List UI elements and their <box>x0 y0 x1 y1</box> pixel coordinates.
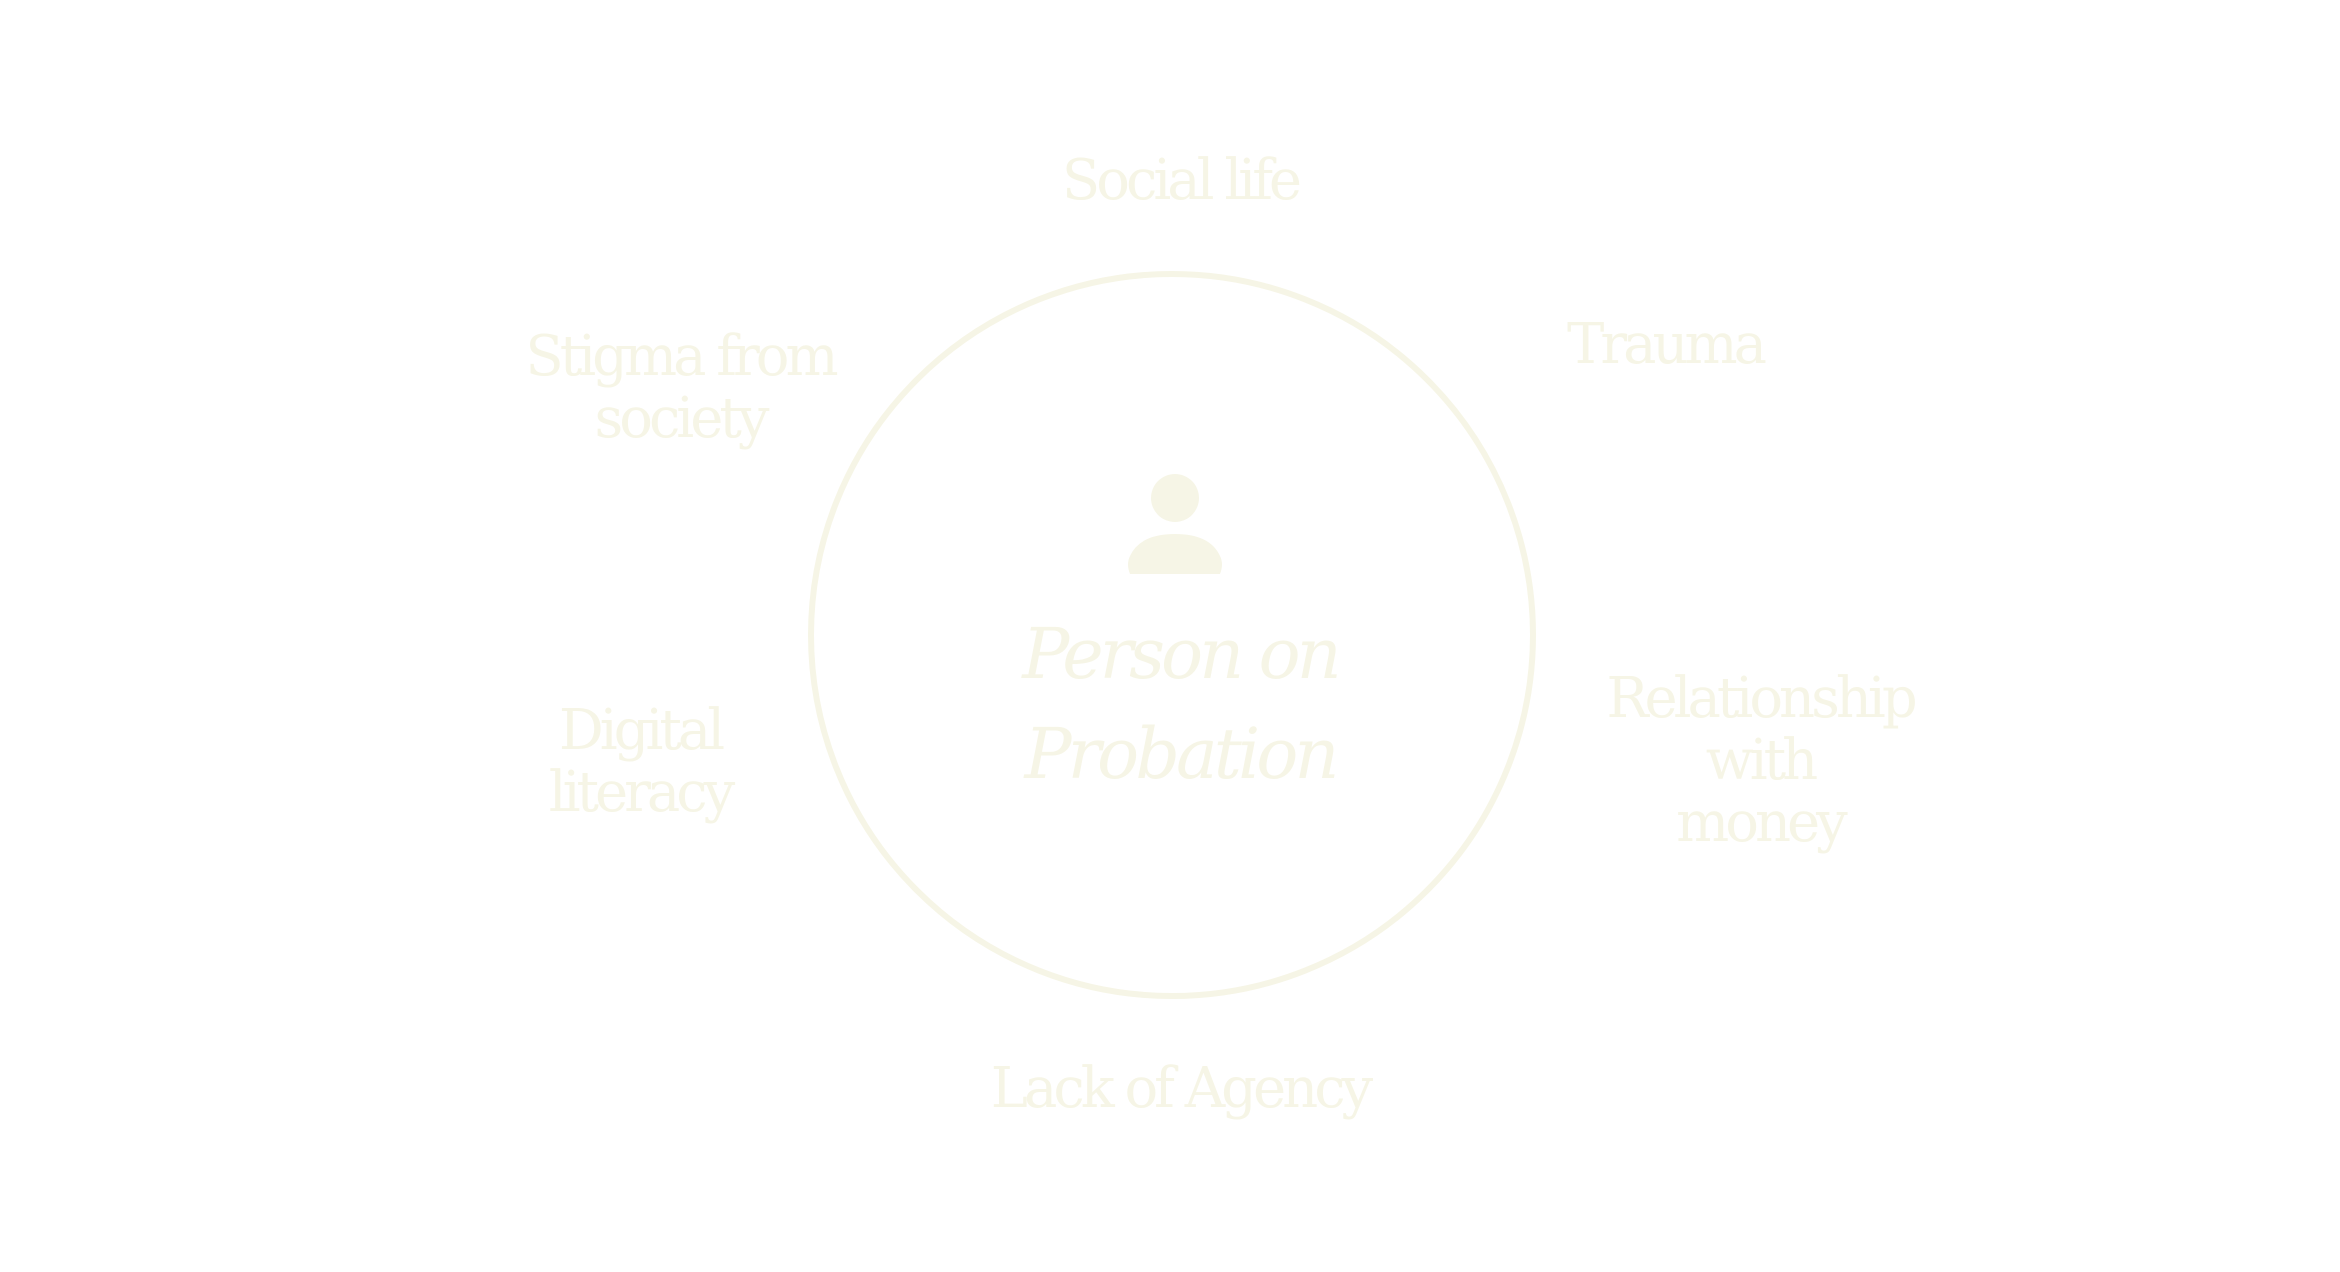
center-label-line-2: Probation <box>1024 713 1340 795</box>
factor-relationship-with-money: Relationship with money <box>1540 668 1980 854</box>
center-label: Person on Probation <box>920 604 1440 804</box>
factor-money-line-1: Relationship <box>1606 666 1917 731</box>
factor-stigma-line-1: Stigma from <box>525 324 838 389</box>
factor-lack-of-agency: Lack of Agency <box>920 1058 1440 1120</box>
factor-social-life-text: Social life <box>1061 148 1302 213</box>
factor-digital-literacy: Digital literacy <box>480 700 800 824</box>
factor-stigma-from-society: Stigma from society <box>460 326 900 450</box>
factor-trauma: Trauma <box>1500 314 1830 376</box>
factor-money-line-2: with <box>1705 728 1818 793</box>
person-icon <box>1128 474 1222 574</box>
factor-stigma-line-2: society <box>594 386 769 451</box>
factor-social-life: Social life <box>980 150 1380 212</box>
factor-digital-line-2: literacy <box>548 760 736 825</box>
factor-digital-line-1: Digital <box>558 698 725 763</box>
center-circle <box>808 271 1536 999</box>
factor-agency-text: Lack of Agency <box>990 1056 1373 1121</box>
center-label-line-1: Person on <box>1022 613 1341 695</box>
factor-trauma-text: Trauma <box>1566 312 1767 377</box>
factor-money-line-3: money <box>1676 790 1848 855</box>
